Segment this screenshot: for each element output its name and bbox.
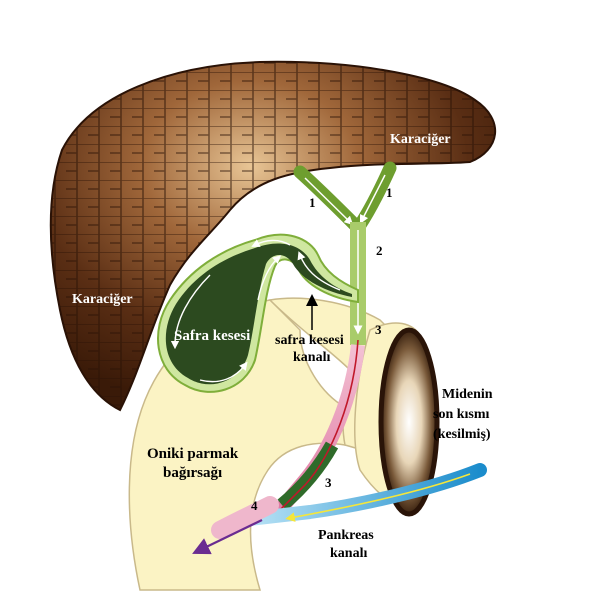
- number-3-top: 3: [375, 322, 382, 337]
- ampulla: [211, 496, 279, 539]
- label-duodenum-2: bağırsağı: [163, 465, 222, 481]
- number-1-left: 1: [309, 195, 316, 210]
- label-liver-left: Karaciğer: [72, 292, 133, 307]
- pancreatic-duct: [233, 463, 487, 527]
- label-stomach-1: Midenin: [442, 387, 493, 402]
- number-3-bottom: 3: [325, 475, 332, 490]
- label-cystic-duct-2: kanalı: [293, 350, 330, 365]
- label-cystic-duct-1: safra kesesi: [275, 333, 344, 348]
- flow-arrow-gallbladder-top: [251, 239, 291, 247]
- label-liver-right: Karaciğer: [390, 132, 451, 147]
- flow-arrow-gallbladder-right: [257, 255, 282, 301]
- flow-arrow-left-hepatic: [304, 177, 354, 226]
- liver-texture: [50, 61, 496, 410]
- number-2: 2: [376, 243, 383, 258]
- number-4: 4: [251, 498, 258, 513]
- stomach-cut-ring: [378, 327, 440, 517]
- bile-red-line: [274, 339, 359, 516]
- label-pancreatic-2: kanalı: [330, 546, 367, 561]
- label-duodenum-1: Oniki parmak: [147, 446, 239, 462]
- flow-arrow-cystic-in: [297, 251, 341, 291]
- flow-arrow-gallbladder-left: [170, 274, 211, 350]
- flow-arrow-right-hepatic: [359, 174, 386, 225]
- label-stomach-2: son kısmı: [433, 407, 490, 422]
- label-stomach-3: (kesilmiş): [433, 427, 491, 442]
- flow-arrow-gallbladder-bottom: [199, 361, 248, 383]
- gallbladder-body: [165, 243, 352, 385]
- label-gallbladder: Safra kesesi: [174, 328, 250, 344]
- number-1-right: 1: [386, 185, 393, 200]
- flow-arrow-pancreatic: [285, 473, 471, 522]
- outflow-arrow: [192, 519, 263, 555]
- label-pancreatic-1: Pankreas: [318, 528, 374, 543]
